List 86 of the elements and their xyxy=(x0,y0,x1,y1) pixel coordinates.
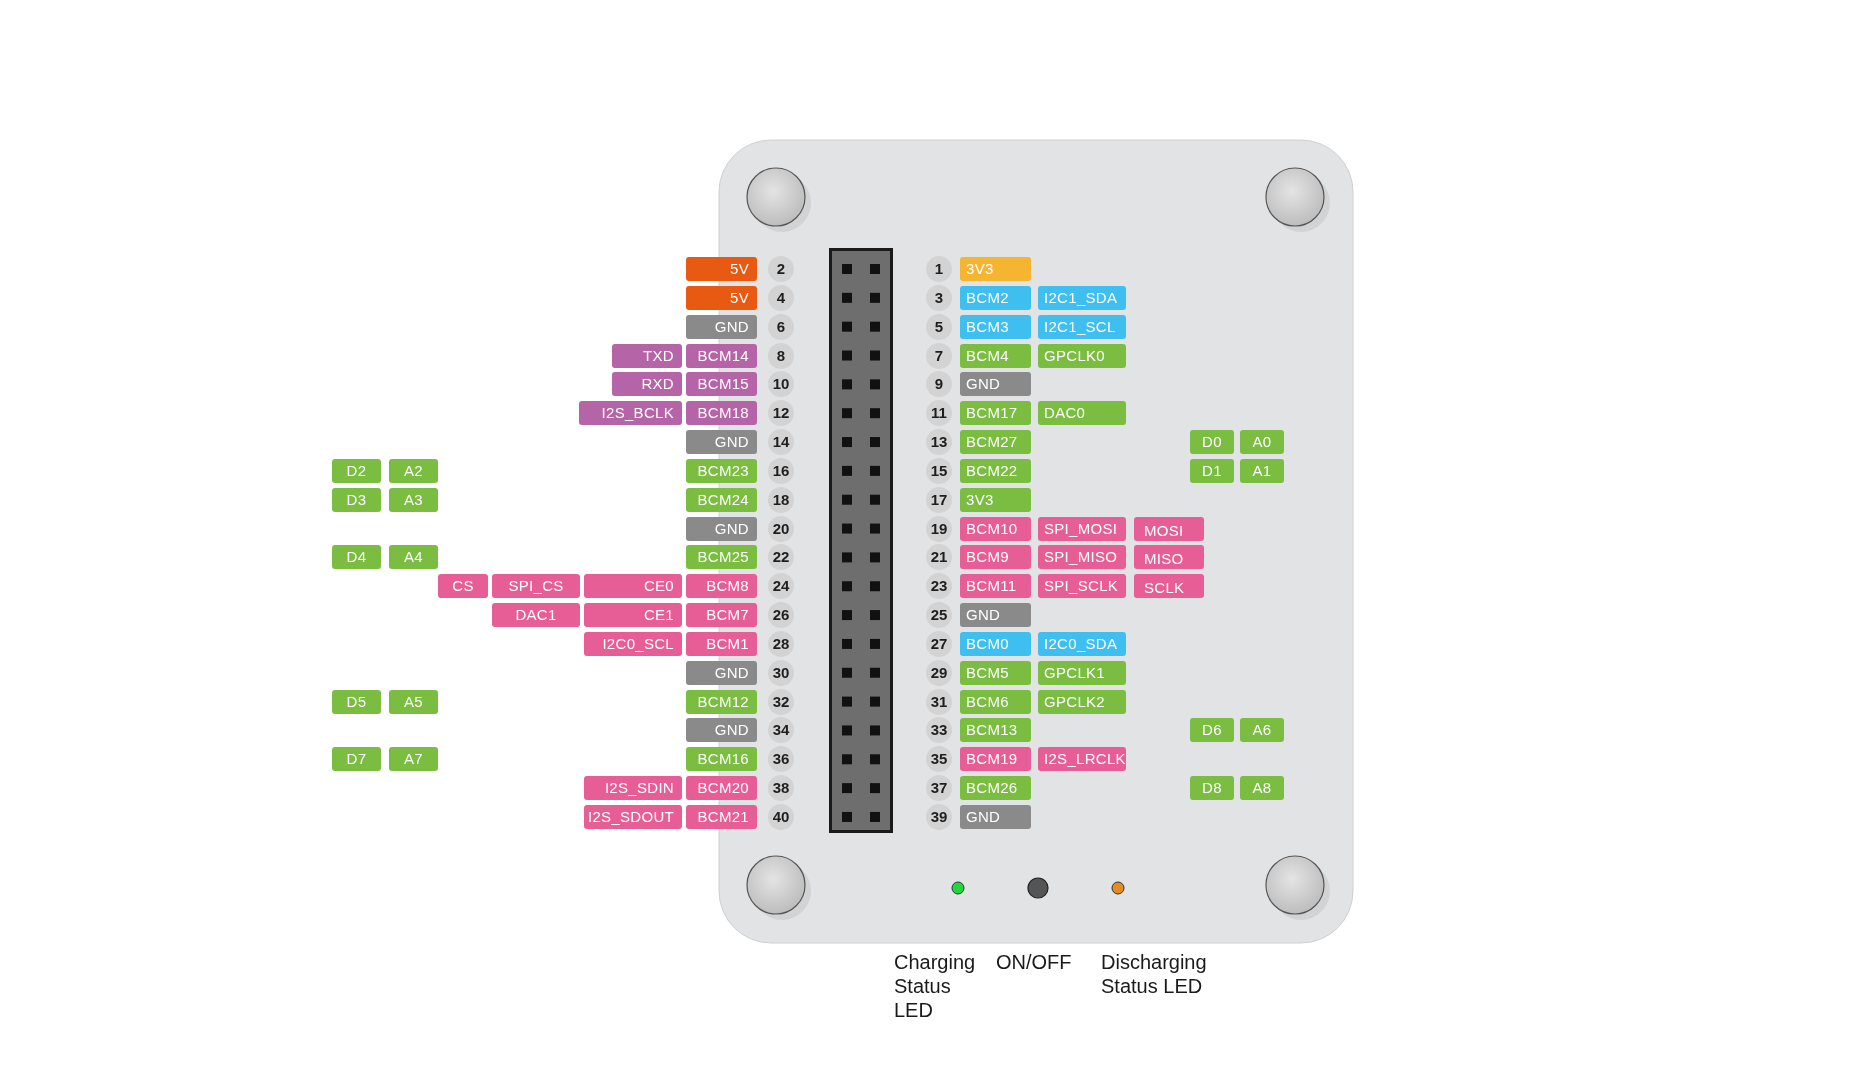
pin-label: GND xyxy=(686,430,757,455)
pin-label: A6 xyxy=(1240,718,1284,743)
pin-label: A5 xyxy=(389,689,438,714)
pin-label: A7 xyxy=(389,747,438,772)
pin-label: TXD xyxy=(612,343,682,368)
pin-label: BCM19 xyxy=(960,747,1031,772)
pin-label: MISO xyxy=(1134,545,1204,570)
pin-label: BCM26 xyxy=(960,776,1031,801)
pin-label: BCM8 xyxy=(686,574,757,599)
pin-label: BCM24 xyxy=(686,487,757,512)
pin-label: GPCLK1 xyxy=(1038,660,1126,685)
pin-label: BCM22 xyxy=(960,458,1031,483)
pin-label: D2 xyxy=(332,458,381,483)
pin-label: I2S_BCLK xyxy=(579,401,682,426)
pin-label: GPCLK2 xyxy=(1038,689,1126,714)
pin-label: GND xyxy=(960,804,1031,829)
pin-label: SPI_MISO xyxy=(1038,545,1126,570)
pin-label: MOSI xyxy=(1134,516,1204,541)
pin-label: I2C0_SCL xyxy=(584,631,682,656)
pin-label: D0 xyxy=(1190,430,1234,455)
pin-label: BCM6 xyxy=(960,689,1031,714)
pin-label: BCM1 xyxy=(686,631,757,656)
pin-label: GPCLK0 xyxy=(1038,343,1126,368)
pin-label: A2 xyxy=(389,458,438,483)
pin-label: SCLK xyxy=(1134,574,1204,599)
pin-label: 5V xyxy=(686,285,757,310)
pin-label: 5V xyxy=(686,257,757,281)
pin-label: 3V3 xyxy=(960,257,1031,281)
pin-label: 3V3 xyxy=(960,487,1031,512)
pin-label: D3 xyxy=(332,487,381,512)
pin-label: A3 xyxy=(389,487,438,512)
pin-label: BCM14 xyxy=(686,343,757,368)
pin-label: GND xyxy=(960,372,1031,397)
pin-label: BCM13 xyxy=(960,718,1031,743)
pin-label: D7 xyxy=(332,747,381,772)
pin-label: SPI_SCLK xyxy=(1038,574,1126,599)
pin-label: BCM11 xyxy=(960,574,1031,599)
pin-label: BCM0 xyxy=(960,631,1031,656)
pin-label: D6 xyxy=(1190,718,1234,743)
pin-label: BCM10 xyxy=(960,516,1031,541)
pin-label: BCM3 xyxy=(960,314,1031,339)
pin-label: GND xyxy=(960,603,1031,628)
pin-label: BCM20 xyxy=(686,776,757,801)
pin-label: BCM21 xyxy=(686,804,757,829)
pin-label: BCM18 xyxy=(686,401,757,426)
pin-label: BCM12 xyxy=(686,689,757,714)
pin-label: A8 xyxy=(1240,776,1284,801)
pin-label: BCM2 xyxy=(960,285,1031,310)
pin-label: BCM5 xyxy=(960,660,1031,685)
pin-label: SPI_MOSI xyxy=(1038,516,1126,541)
led-caption: ON/OFF xyxy=(996,950,1072,974)
pin-label: CE1 xyxy=(584,603,682,628)
pin-label: BCM25 xyxy=(686,545,757,570)
pin-label: GND xyxy=(686,516,757,541)
pin-label: BCM7 xyxy=(686,603,757,628)
pin-label: A4 xyxy=(389,545,438,570)
pin-label: DAC0 xyxy=(1038,401,1126,426)
led-caption: Charging Status LED xyxy=(894,950,976,1022)
pin-label: I2C1_SCL xyxy=(1038,314,1126,339)
pin-label: CE0 xyxy=(584,574,682,599)
pin-label: DAC1 xyxy=(492,603,580,628)
pin-label: SPI_CS xyxy=(492,574,580,599)
pin-label: I2S_SDOUT xyxy=(584,804,682,829)
pin-label: I2S_SDIN xyxy=(584,776,682,801)
pin-label: A1 xyxy=(1240,458,1284,483)
pin-label: D8 xyxy=(1190,776,1234,801)
pin-label: D4 xyxy=(332,545,381,570)
pin-label: A0 xyxy=(1240,430,1284,455)
pin-label: BCM27 xyxy=(960,430,1031,455)
pin-label: D1 xyxy=(1190,458,1234,483)
led-caption: Discharging Status LED xyxy=(1101,950,1207,998)
pin-label: BCM17 xyxy=(960,401,1031,426)
pin-label: GND xyxy=(686,660,757,685)
pin-label: RXD xyxy=(612,372,682,397)
pin-label: GND xyxy=(686,718,757,743)
pin-label: I2C1_SDA xyxy=(1038,285,1126,310)
pin-label: CS xyxy=(438,574,488,599)
pin-label: I2C0_SDA xyxy=(1038,631,1126,656)
pin-label: BCM4 xyxy=(960,343,1031,368)
pin-label: D5 xyxy=(332,689,381,714)
pin-label: I2S_LRCLK xyxy=(1038,747,1126,772)
pin-label: BCM9 xyxy=(960,545,1031,570)
pin-label: BCM15 xyxy=(686,372,757,397)
pin-label: BCM23 xyxy=(686,458,757,483)
pin-label: GND xyxy=(686,314,757,339)
pin-label: BCM16 xyxy=(686,747,757,772)
